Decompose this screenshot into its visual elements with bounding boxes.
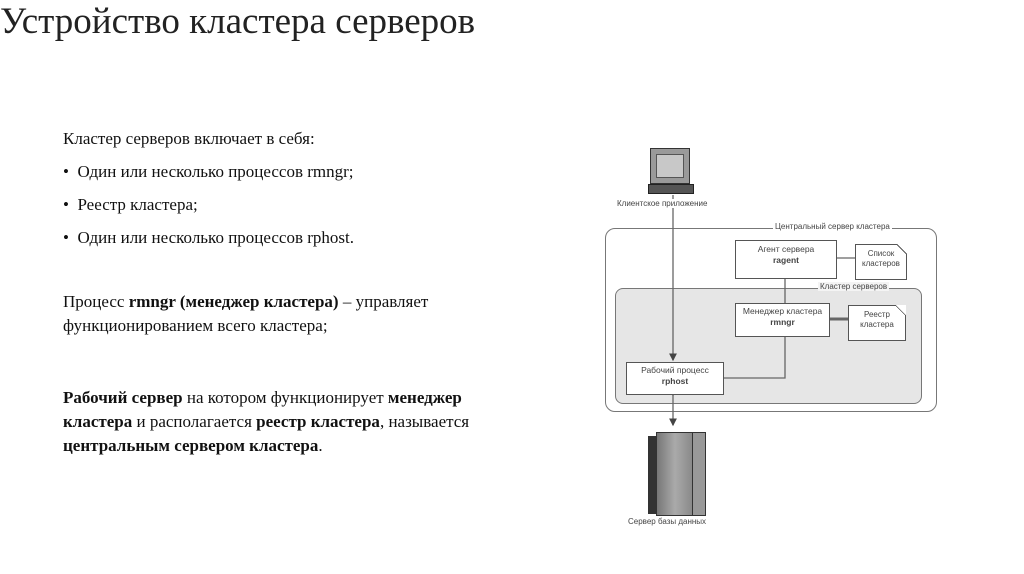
bullet-item: • Один или несколько процессов rphost. [63,228,354,247]
paragraph-rmngr-line2: функционированием всего кластера; [63,316,328,335]
database-server-icon [648,430,706,516]
client-label: Клиентское приложение [615,199,710,208]
central-server-frame [605,228,937,412]
paragraph-central-line2: кластера и располагается реестр кластера… [63,412,470,431]
paragraph-central: Рабочий сервер на котором функционирует … [63,388,462,407]
paragraph-rmngr: Процесс rmngr (менеджер кластера) – упра… [63,292,429,311]
cluster-label: Кластер серверов [818,282,890,291]
cluster-diagram: Центральный сервер кластера Кластер серв… [590,133,960,533]
client-computer-icon [648,148,694,196]
bullet-item: • Один или несколько процессов rmngr; [63,162,354,181]
central-server-label: Центральный сервер кластера [773,222,892,231]
bullet-item: • Реестр кластера; [63,195,198,214]
paragraph-central-line3: центральным сервером кластера. [63,436,323,455]
database-server-label: Сервер базы данных [626,517,709,526]
intro-text: Кластер серверов включает в себя: [63,129,315,148]
slide-title: Устройство кластера серверов [0,1,476,42]
connector-lines [669,195,855,427]
